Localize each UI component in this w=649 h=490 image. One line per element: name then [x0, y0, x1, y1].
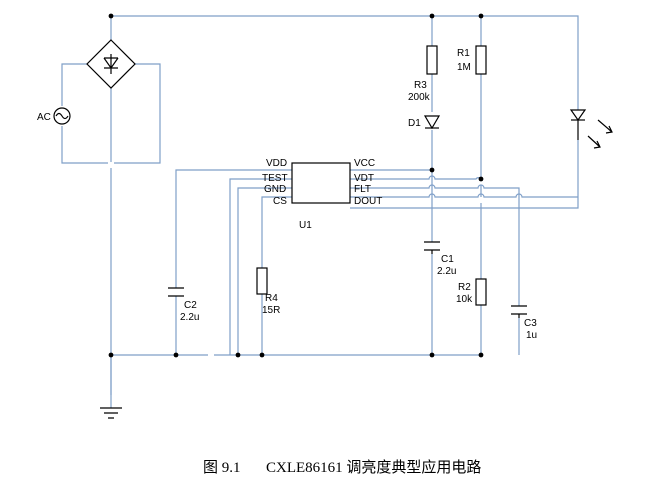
c3-ref: C3 [524, 318, 537, 329]
led-string [569, 109, 613, 149]
ground-symbol [100, 407, 122, 419]
r3-value: 200k [408, 92, 431, 103]
ac-source: AC [37, 107, 71, 125]
c3-value: 1u [526, 330, 537, 341]
resistor-r3: R3 200k [408, 45, 438, 103]
r2-ref: R2 [458, 282, 471, 293]
ac-source-label: AC [37, 112, 51, 123]
pin-cs: CS [273, 196, 287, 207]
c1-ref: C1 [441, 254, 454, 265]
d1-ref: D1 [408, 118, 421, 129]
bridge-rectifier [86, 39, 136, 89]
c1-value: 2.2u [437, 266, 456, 277]
pin-vcc: VCC [354, 158, 375, 169]
ic-u1: VDD TEST GND CS VCC VDT FLT DOUT U1 [262, 158, 382, 231]
resistor-r4: R4 15R [256, 267, 280, 316]
pin-flt: FLT [354, 184, 371, 195]
pin-vdd: VDD [266, 158, 287, 169]
pin-dout: DOUT [354, 196, 382, 207]
r1-ref: R1 [457, 48, 470, 59]
resistor-r1: R1 1M [457, 45, 487, 75]
junction-dots [108, 13, 484, 358]
capacitor-c3: C3 1u [511, 305, 537, 341]
pin-gnd: GND [264, 184, 286, 195]
diode-d1: D1 [408, 115, 441, 130]
wires [61, 15, 579, 408]
r3-ref: R3 [414, 80, 427, 91]
resistor-r2: R2 10k [456, 278, 487, 306]
capacitor-c1: C1 2.2u [424, 241, 456, 277]
r1-value: 1M [457, 62, 471, 73]
r4-ref: R4 [265, 293, 278, 304]
figure-caption: CXLE86161 调亮度典型应用电路 [266, 458, 481, 476]
capacitor-c2: C2 2.2u [168, 287, 199, 323]
r4-value: 15R [262, 305, 280, 316]
r2-value: 10k [456, 294, 473, 305]
figure-number: 图 9.1 [203, 459, 241, 476]
pin-test: TEST [262, 173, 288, 184]
c2-value: 2.2u [180, 312, 199, 323]
u1-ref: U1 [299, 220, 312, 231]
c2-ref: C2 [184, 300, 197, 311]
pin-vdt: VDT [354, 173, 374, 184]
